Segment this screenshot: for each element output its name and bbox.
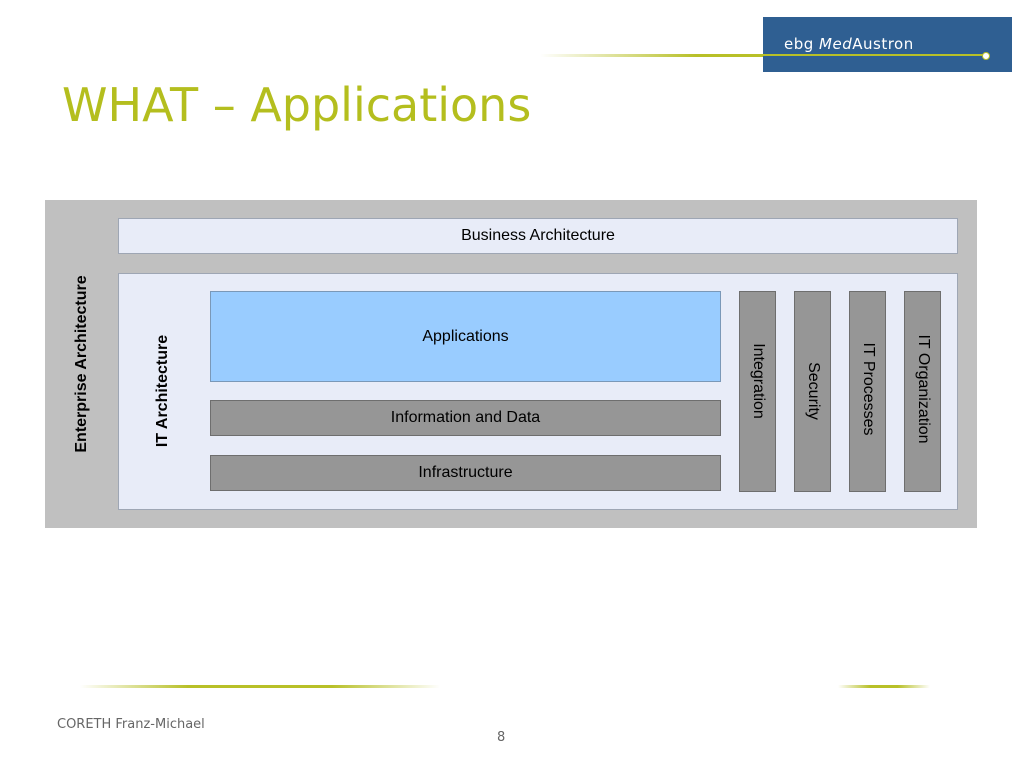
business-architecture-box: Business Architecture <box>118 218 958 254</box>
logo-text: ebg MedAustron <box>784 35 914 53</box>
applications-label: Applications <box>422 328 509 345</box>
page-title: WHAT – Applications <box>62 78 532 132</box>
security-label: Security <box>804 362 822 420</box>
information-data-label: Information and Data <box>390 409 541 426</box>
company-logo <box>763 17 1012 72</box>
business-architecture-label: Business Architecture <box>461 227 615 244</box>
page-number: 8 <box>497 730 506 745</box>
applications-box: Applications <box>210 291 721 382</box>
it-organization-column: IT Organization <box>904 291 941 492</box>
accent-dot <box>982 52 990 60</box>
author-name: CORETH Franz-Michael <box>57 717 205 732</box>
integration-label: Integration <box>749 343 767 419</box>
infrastructure-box: Infrastructure <box>210 455 721 491</box>
it-organization-label: IT Organization <box>914 334 932 444</box>
information-data-box: Information and Data <box>210 400 721 436</box>
logo-accent-line <box>763 54 985 56</box>
security-column: Security <box>794 291 831 492</box>
it-architecture-label: IT Architecture <box>154 334 171 448</box>
enterprise-architecture-label: Enterprise Architecture <box>73 275 90 453</box>
infrastructure-label: Infrastructure <box>418 464 513 481</box>
footer-accent-line-left <box>80 685 440 688</box>
it-processes-column: IT Processes <box>849 291 886 492</box>
footer-accent-line-right <box>838 685 930 688</box>
integration-column: Integration <box>739 291 776 492</box>
it-processes-label: IT Processes <box>859 342 877 436</box>
